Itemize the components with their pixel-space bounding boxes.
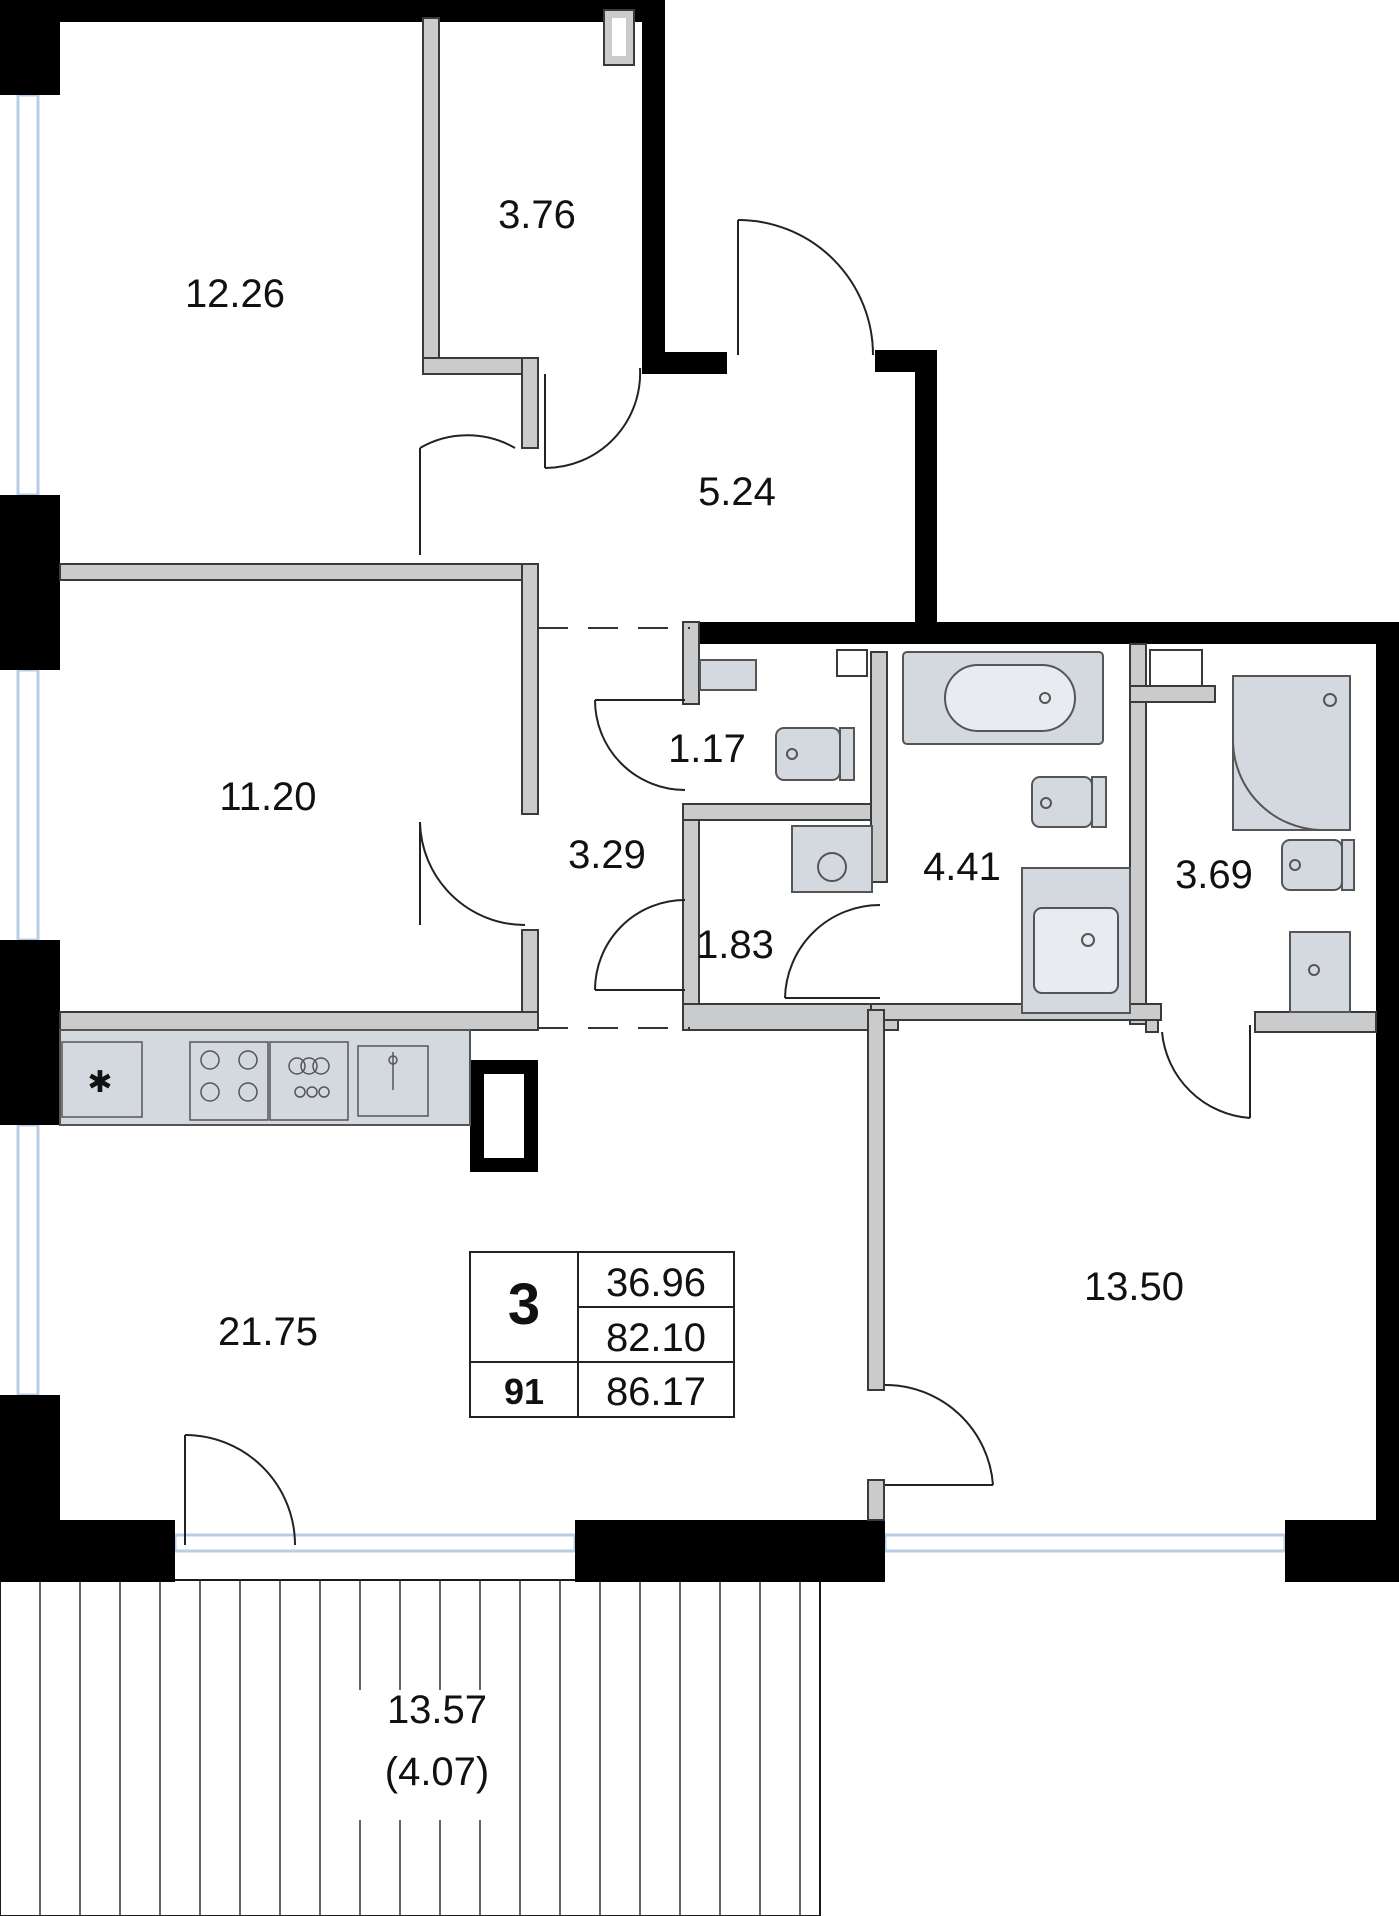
svg-text:✱: ✱ — [87, 1066, 112, 1099]
bathroom-fixtures — [699, 651, 1355, 1014]
exterior-walls — [0, 0, 1399, 1582]
room-area-13-50: 13.50 — [1084, 1265, 1184, 1309]
shower-icon — [1232, 675, 1351, 831]
apartment-number: 91 — [504, 1371, 544, 1412]
washer-icon — [791, 825, 873, 893]
room-labels: 12.26 3.76 5.24 11.20 1.17 3.29 1.83 4.4… — [185, 193, 1253, 1794]
total-area: 82.10 — [606, 1316, 706, 1360]
balcony-reduced-area: (4.07) — [385, 1750, 490, 1794]
washbasin-1 — [699, 659, 757, 691]
rooms-count: 3 — [508, 1272, 540, 1337]
room-area-3-76: 3.76 — [498, 193, 576, 237]
room-area-5-24: 5.24 — [698, 470, 776, 514]
toilet-1-icon — [775, 727, 841, 781]
room-area-21-75: 21.75 — [218, 1310, 318, 1354]
sink-3-icon — [1289, 931, 1351, 1013]
cooktop-icon — [189, 1041, 269, 1121]
room-area-1-17: 1.17 — [668, 727, 746, 771]
room-area-11-20: 11.20 — [219, 775, 316, 819]
fridge-icon: ✱ — [61, 1041, 143, 1118]
dishwasher-icon — [269, 1041, 349, 1121]
room-area-4-41: 4.41 — [923, 845, 1001, 889]
room-area-12-26: 12.26 — [185, 272, 285, 316]
interior-partitions — [59, 9, 1377, 1521]
sink-icon — [357, 1045, 429, 1117]
room-area-3-29: 3.29 — [568, 833, 646, 877]
room-area-1-83: 1.83 — [696, 923, 774, 967]
balcony — [0, 1579, 821, 1916]
doors — [184, 219, 1251, 1546]
openings — [538, 627, 690, 1029]
room-area-3-69: 3.69 — [1175, 853, 1253, 897]
total-area-with-balcony: 86.17 — [606, 1370, 706, 1414]
kitchen-counter: ✱ — [59, 1029, 471, 1126]
living-area: 36.96 — [606, 1261, 706, 1305]
balcony-area: 13.57 — [387, 1688, 487, 1732]
info-box: 3 91 36.96 82.10 86.17 — [469, 1251, 735, 1418]
